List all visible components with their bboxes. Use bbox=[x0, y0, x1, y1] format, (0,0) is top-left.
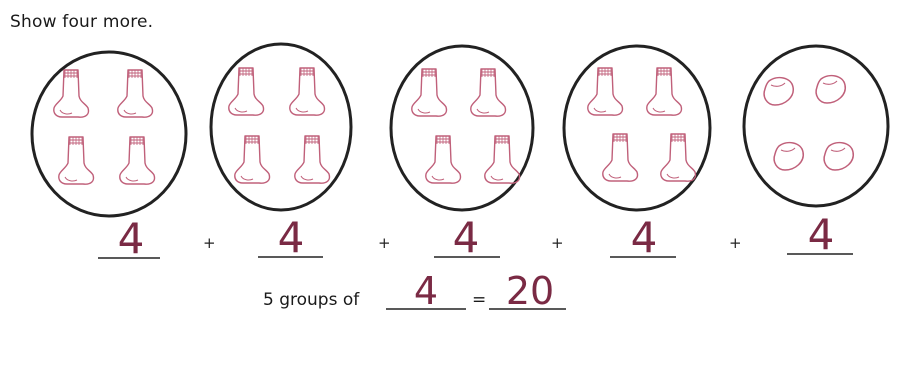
sock-icon bbox=[53, 69, 90, 118]
drawn-shape-icon bbox=[815, 74, 847, 104]
group-circle-3 bbox=[389, 44, 535, 212]
instruction-text: Show four more. bbox=[10, 12, 154, 32]
group-size-value: 4 bbox=[414, 269, 438, 313]
equals-sign: = bbox=[472, 290, 486, 310]
answer-blanks bbox=[98, 253, 853, 259]
sock-icon bbox=[58, 136, 95, 185]
group-circle-5 bbox=[742, 44, 890, 208]
plus-sign: + bbox=[551, 234, 564, 252]
written-number-4: 4 bbox=[631, 213, 658, 262]
plus-sign: + bbox=[729, 234, 742, 252]
plus-signs: + + + + bbox=[203, 234, 742, 252]
written-number-5: 4 bbox=[808, 210, 835, 259]
group-circle-2 bbox=[209, 42, 353, 212]
sock-icon bbox=[234, 135, 271, 184]
group-circle-4 bbox=[562, 44, 712, 212]
sock-icon bbox=[289, 67, 326, 116]
written-answers: 4 4 4 4 4 bbox=[118, 210, 835, 263]
drawn-shape-icon bbox=[773, 141, 805, 171]
drawn-shape-icon bbox=[823, 141, 855, 171]
sock-icon bbox=[660, 133, 697, 182]
sock-icon bbox=[470, 68, 507, 117]
group-circle-1 bbox=[30, 50, 188, 218]
sock-icon bbox=[425, 135, 462, 184]
sock-icon bbox=[119, 136, 156, 185]
drawn-shape-icon bbox=[763, 76, 795, 106]
sock-icon bbox=[587, 67, 624, 116]
sock-icon bbox=[117, 69, 154, 118]
written-number-1: 4 bbox=[118, 214, 145, 263]
sock-icon bbox=[602, 133, 639, 182]
equation: 5 groups of 4 = 20 bbox=[263, 269, 566, 313]
sock-icon bbox=[646, 67, 683, 116]
written-number-2: 4 bbox=[278, 213, 305, 262]
group-circles bbox=[30, 42, 890, 218]
sock-icon bbox=[484, 135, 521, 184]
sock-icon bbox=[294, 135, 331, 184]
plus-sign: + bbox=[378, 234, 391, 252]
sock-icon bbox=[411, 68, 448, 117]
written-number-3: 4 bbox=[453, 213, 480, 262]
group-items bbox=[53, 67, 855, 185]
total-value: 20 bbox=[506, 269, 554, 313]
plus-sign: + bbox=[203, 234, 216, 252]
equation-label: 5 groups of bbox=[263, 290, 360, 310]
sock-icon bbox=[228, 67, 265, 116]
